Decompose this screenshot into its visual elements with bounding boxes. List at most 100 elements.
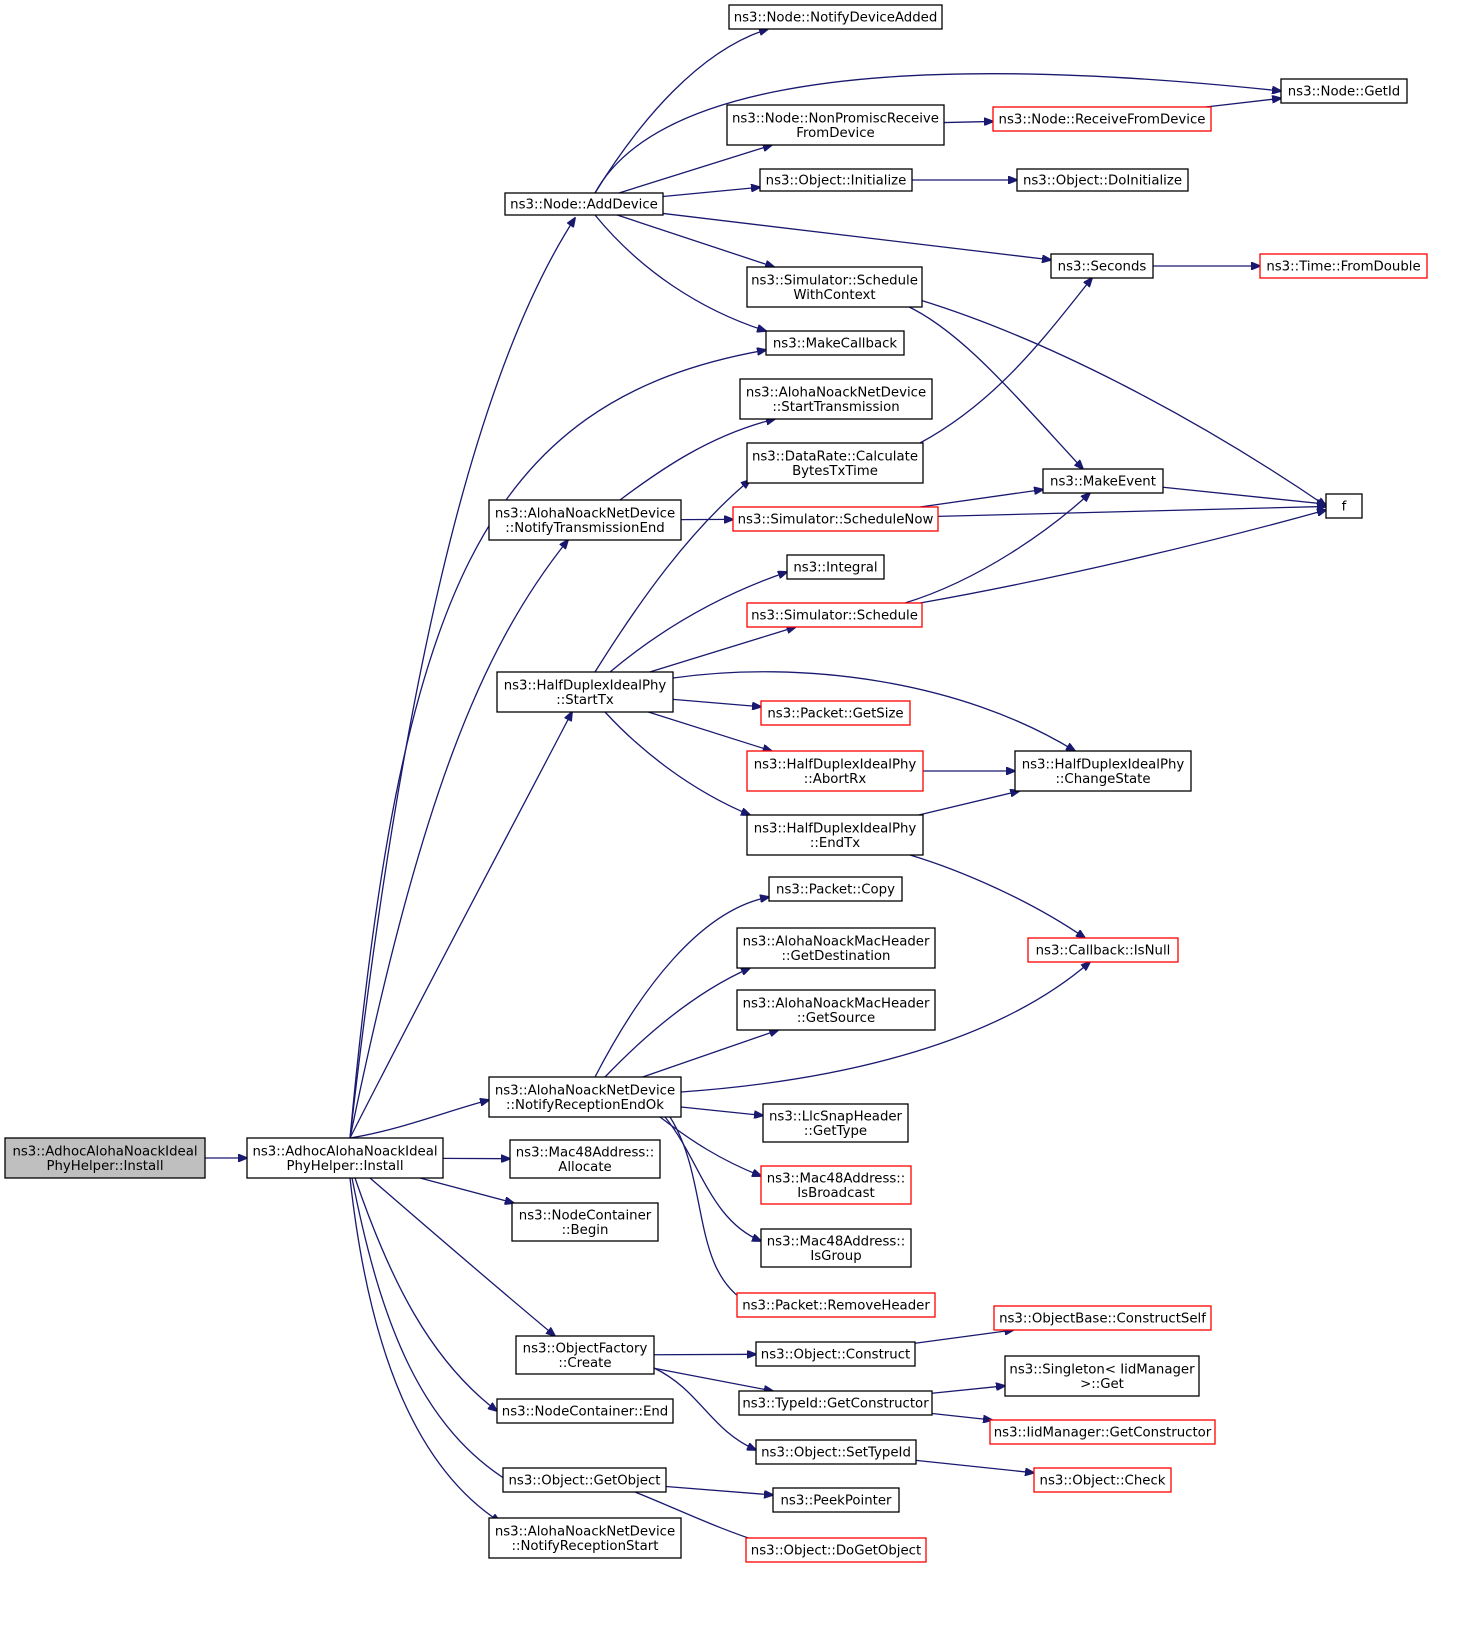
call-edge-notifyrxok-to-removeheader (669, 1116, 748, 1303)
node-label-line: WithContext (793, 288, 875, 303)
node-label-line: ns3::Simulator::ScheduleNow (738, 513, 934, 528)
node-objcheck[interactable]: ns3::Object::Check (1033, 1467, 1172, 1493)
node-label-line: f (1342, 500, 1347, 515)
call-edge-schedule-to-f (919, 510, 1326, 604)
node-mac48alloc[interactable]: ns3::Mac48Address::Allocate (509, 1139, 661, 1179)
node-label-line: Allocate (558, 1160, 611, 1175)
node-ncbegin[interactable]: ns3::NodeContainer::Begin (511, 1202, 659, 1242)
call-edge-endtx-to-changestate (918, 791, 1020, 816)
node-iidgetctor[interactable]: ns3::IidManager::GetConstructor (989, 1419, 1216, 1445)
node-schedule[interactable]: ns3::Simulator::Schedule (746, 602, 923, 628)
node-integral[interactable]: ns3::Integral (786, 554, 885, 580)
node-label-line: ns3::Object::Construct (761, 1348, 910, 1363)
node-objconstruct[interactable]: ns3::Object::Construct (755, 1341, 916, 1367)
call-edge-rxfromdevice-to-nodegetid (1205, 98, 1281, 108)
node-pktgetsize[interactable]: ns3::Packet::GetSize (760, 700, 911, 726)
node-getsource[interactable]: ns3::AlohaNoackMacHeader::GetSource (736, 989, 936, 1031)
node-llcgettype[interactable]: ns3::LlcSnapHeader::GetType (762, 1103, 909, 1143)
node-schednow[interactable]: ns3::Simulator::ScheduleNow (732, 506, 939, 532)
node-settypeid[interactable]: ns3::Object::SetTypeId (755, 1439, 917, 1465)
call-edge-install-to-ncbegin (419, 1177, 514, 1203)
node-label-line: ns3::Object::SetTypeId (761, 1446, 911, 1461)
node-notifyrxstart[interactable]: ns3::AlohaNoackNetDevice::NotifyReceptio… (488, 1517, 682, 1559)
node-label-line: ns3::Integral (793, 561, 877, 576)
node-label-line: ns3::MakeEvent (1050, 475, 1156, 490)
call-edge-notifyrxok-to-isgroup (664, 1116, 761, 1241)
call-edge-starttx-to-integral (609, 572, 787, 673)
node-label-line: PhyHelper::Install (286, 1159, 403, 1174)
node-notifytxend[interactable]: ns3::AlohaNoackNetDevice::NotifyTransmis… (488, 499, 682, 541)
node-label-line: ns3::Time::FromDouble (1266, 260, 1420, 275)
node-label-line: ::AbortRx (804, 772, 867, 787)
call-edge-starttx-to-schedule (649, 627, 796, 673)
node-adddevice[interactable]: ns3::Node::AddDevice (504, 192, 664, 216)
node-fromdouble[interactable]: ns3::Time::FromDouble (1259, 253, 1428, 279)
call-edge-getobject-to-peekpointer (665, 1485, 773, 1495)
node-singletonget[interactable]: ns3::Singleton< IidManager>::Get (1004, 1355, 1200, 1397)
node-rxfromdevice[interactable]: ns3::Node::ReceiveFromDevice (992, 106, 1212, 132)
node-label-line: ns3::TypeId::GetConstructor (742, 1397, 929, 1412)
call-edge-schedctx-to-makeevent (904, 304, 1083, 469)
node-nodegetid[interactable]: ns3::Node::GetId (1280, 78, 1408, 104)
node-peekpointer[interactable]: ns3::PeekPointer (772, 1487, 900, 1513)
node-label-line: ns3::NodeContainer (519, 1208, 652, 1223)
call-edge-install-to-adddevice (349, 218, 575, 1139)
node-getdest[interactable]: ns3::AlohaNoackMacHeader::GetDestination (736, 927, 936, 969)
node-isbroadcast[interactable]: ns3::Mac48Address::IsBroadcast (760, 1165, 912, 1205)
node-label-line: ns3::DataRate::Calculate (752, 449, 918, 464)
node-objinit[interactable]: ns3::Object::Initialize (759, 168, 913, 192)
call-edge-adddevice-to-nodegetid (594, 73, 1281, 194)
call-edge-notifyrxok-to-isbroadcast (659, 1116, 761, 1176)
node-makecallback[interactable]: ns3::MakeCallback (765, 330, 905, 356)
node-makeevent[interactable]: ns3::MakeEvent (1042, 468, 1164, 494)
node-abortrx[interactable]: ns3::HalfDuplexIdealPhy::AbortRx (746, 750, 924, 792)
node-label-line: ns3::Node::AddDevice (510, 198, 658, 213)
node-doinit[interactable]: ns3::Object::DoInitialize (1016, 168, 1189, 192)
node-getconstructor[interactable]: ns3::TypeId::GetConstructor (738, 1390, 933, 1416)
node-getobject[interactable]: ns3::Object::GetObject (502, 1467, 667, 1493)
node-label-line: ns3::Object::GetObject (508, 1474, 660, 1489)
node-label-line: ::GetType (804, 1124, 867, 1139)
node-starttransmission[interactable]: ns3::AlohaNoackNetDevice::StartTransmiss… (739, 378, 933, 420)
node-changestate[interactable]: ns3::HalfDuplexIdealPhy::ChangeState (1014, 750, 1192, 792)
node-install[interactable]: ns3::AdhocAlohaNoackIdealPhyHelper::Inst… (246, 1137, 444, 1179)
call-edge-install-to-getobject (351, 1177, 515, 1485)
call-edge-objconstruct-to-constructself (914, 1330, 1014, 1344)
node-endtx[interactable]: ns3::HalfDuplexIdealPhy::EndTx (746, 814, 924, 856)
node-seconds[interactable]: ns3::Seconds (1050, 253, 1154, 279)
call-edge-install-to-makecallback (349, 350, 766, 1139)
call-edge-notifyrxok-to-pktcopy (594, 897, 769, 1078)
node-label-line: ns3::Packet::Copy (776, 883, 895, 898)
node-notifyrxok[interactable]: ns3::AlohaNoackNetDevice::NotifyReceptio… (488, 1076, 682, 1118)
node-label-line: >::Get (1080, 1377, 1124, 1392)
node-label-line: ::ChangeState (1055, 772, 1150, 787)
node-f[interactable]: f (1325, 493, 1363, 519)
call-edge-endtx-to-isnull (909, 854, 1085, 938)
node-label-line: ns3::Node::NotifyDeviceAdded (734, 11, 938, 26)
call-edge-adddevice-to-nonpromisc (618, 145, 772, 194)
node-label-line: ::Create (558, 1356, 611, 1371)
node-ofcreate[interactable]: ns3::ObjectFactory::Create (515, 1335, 655, 1375)
node-label-line: ::NotifyTransmissionEnd (505, 521, 664, 536)
node-removeheader[interactable]: ns3::Packet::RemoveHeader (736, 1292, 936, 1318)
node-starttx[interactable]: ns3::HalfDuplexIdealPhy::StartTx (496, 671, 674, 713)
node-label-line: BytesTxTime (792, 464, 878, 479)
node-notifydevadded[interactable]: ns3::Node::NotifyDeviceAdded (728, 4, 943, 30)
node-label-line: ::GetDestination (782, 949, 891, 964)
call-edge-starttx-to-pktgetsize (672, 698, 761, 706)
node-label-line: ns3::AlohaNoackNetDevice (495, 1524, 675, 1539)
call-edge-adddevice-to-seconds (662, 212, 1051, 259)
node-constructself[interactable]: ns3::ObjectBase::ConstructSelf (993, 1305, 1212, 1331)
node-isgroup[interactable]: ns3::Mac48Address::IsGroup (760, 1228, 912, 1268)
node-isnull[interactable]: ns3::Callback::IsNull (1027, 937, 1179, 963)
node-ncend[interactable]: ns3::NodeContainer::End (496, 1398, 674, 1424)
node-pktcopy[interactable]: ns3::Packet::Copy (768, 876, 903, 902)
node-label-line: ns3::HalfDuplexIdealPhy (754, 821, 917, 836)
node-dogetobject[interactable]: ns3::Object::DoGetObject (745, 1537, 927, 1563)
node-label-line: ::Begin (562, 1223, 609, 1238)
node-root: ns3::AdhocAlohaNoackIdealPhyHelper::Inst… (4, 1137, 206, 1179)
